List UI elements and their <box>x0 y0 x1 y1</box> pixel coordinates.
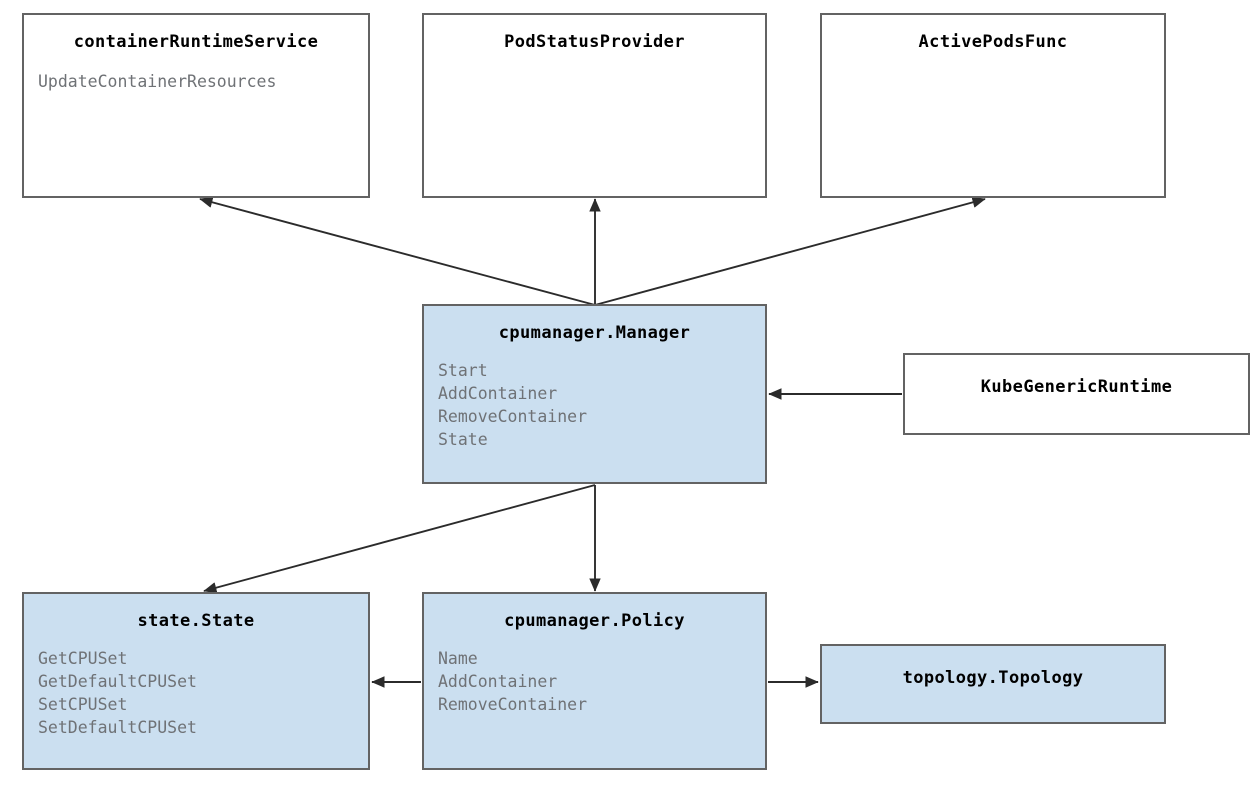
class-node-member: SetDefaultCPUSet <box>38 718 197 737</box>
class-node-member: AddContainer <box>438 672 558 691</box>
class-node-title: topology.Topology <box>902 668 1084 688</box>
class-node-member: Start <box>438 361 488 380</box>
class-node-title: state.State <box>137 611 255 631</box>
class-node-member: GetCPUSet <box>38 649 128 668</box>
class-node-member: RemoveContainer <box>438 407 588 426</box>
class-node-member: State <box>438 430 488 449</box>
class-node-title: PodStatusProvider <box>504 32 685 52</box>
class-node-active-pods-func[interactable]: ActivePodsFunc <box>820 13 1166 198</box>
edge-manager-to-state <box>203 484 596 594</box>
class-node-pod-status-provider[interactable]: PodStatusProvider <box>422 13 767 198</box>
class-node-title: ActivePodsFunc <box>918 32 1068 52</box>
class-node-topology-topology[interactable]: topology.Topology <box>820 644 1166 724</box>
class-node-member: GetDefaultCPUSet <box>38 672 197 691</box>
class-node-title: containerRuntimeService <box>73 32 319 52</box>
class-node-member: RemoveContainer <box>438 695 588 714</box>
class-node-title: cpumanager.Policy <box>504 611 685 631</box>
class-node-title: cpumanager.Manager <box>498 323 691 343</box>
edge-manager-to-active-pods-func <box>594 196 986 306</box>
class-node-title: KubeGenericRuntime <box>980 377 1173 397</box>
class-node-member-list: UpdateContainerResources <box>38 70 368 93</box>
class-node-member: Name <box>438 649 478 668</box>
class-node-kube-generic-runtime[interactable]: KubeGenericRuntime <box>903 353 1250 435</box>
edge-manager-to-container-runtime-service <box>199 196 596 306</box>
class-node-member: UpdateContainerResources <box>38 72 277 91</box>
class-node-member: AddContainer <box>438 384 558 403</box>
class-node-member: SetCPUSet <box>38 695 128 714</box>
